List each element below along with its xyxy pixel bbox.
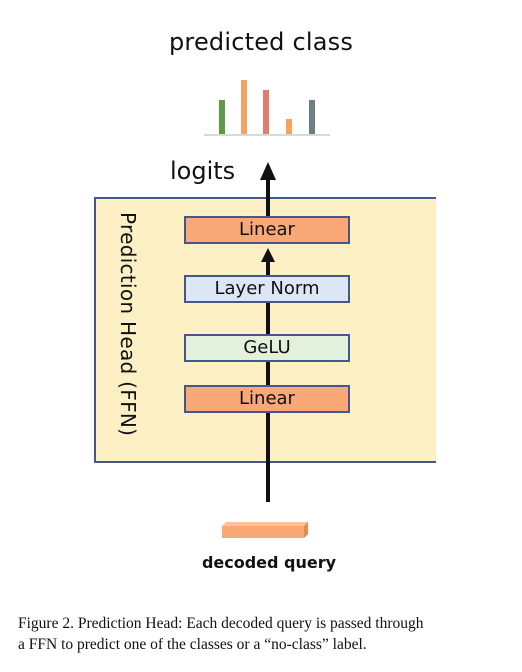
class-bar xyxy=(241,80,247,134)
decoded-query-label: decoded query xyxy=(201,553,337,572)
class-bar xyxy=(286,119,292,134)
class-bar xyxy=(309,100,315,134)
class-bar xyxy=(219,100,225,134)
linear-layer-bottom: Linear xyxy=(184,385,350,413)
prediction-head-label: Prediction Head (FFN) xyxy=(116,212,140,437)
gelu-layer: GeLU xyxy=(184,334,350,362)
logits-arrowhead xyxy=(260,162,276,180)
linear-layer-top: Linear xyxy=(184,216,350,244)
predicted-class-label: predicted class xyxy=(168,28,354,56)
figure-caption: Figure 2. Prediction Head: Each decoded … xyxy=(18,613,514,655)
class-bar xyxy=(263,90,269,134)
caption-line: a FFN to predict one of the classes or a… xyxy=(18,636,367,653)
logits-label: logits xyxy=(170,157,236,185)
class-bars xyxy=(204,80,330,136)
flow-arrowhead xyxy=(261,248,275,262)
layer-norm-layer: Layer Norm xyxy=(184,275,350,303)
caption-line: Figure 2. Prediction Head: Each decoded … xyxy=(18,615,424,632)
